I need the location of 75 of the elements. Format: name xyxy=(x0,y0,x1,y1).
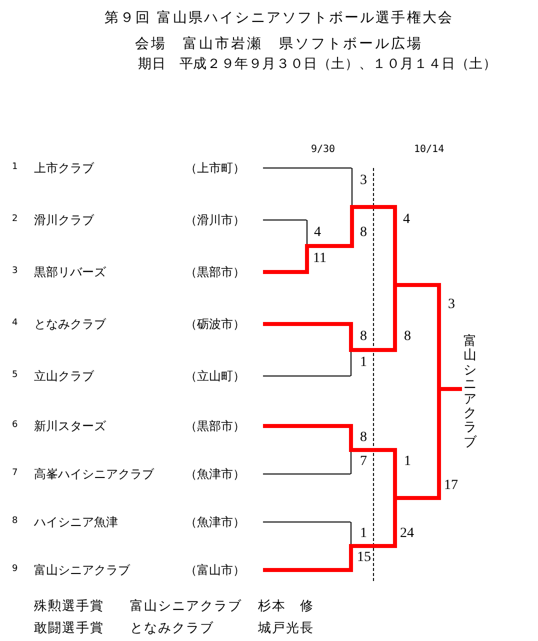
match-line xyxy=(437,281,441,502)
bracket-line xyxy=(397,496,437,500)
bracket-line xyxy=(263,322,349,326)
title: 第９回 富山県ハイシニアソフトボール選手権大会 xyxy=(104,11,454,25)
score: 15 xyxy=(357,551,371,565)
team-name: ハイシニア魚津 xyxy=(34,516,118,528)
seed-number: 3 xyxy=(12,267,18,276)
team-name: 富山シニアクラブ xyxy=(34,564,130,576)
team-hometown: （立山町） xyxy=(185,370,245,382)
score: 4 xyxy=(403,213,410,227)
team-name: 上市クラブ xyxy=(34,162,94,174)
team-hometown: （黒部市） xyxy=(185,266,245,278)
bracket-line xyxy=(397,283,437,287)
seed-number: 2 xyxy=(12,215,18,224)
bracket-line xyxy=(353,348,393,352)
score: 7 xyxy=(360,455,367,469)
team-hometown: （上市町） xyxy=(185,162,245,174)
bracket-line xyxy=(263,270,305,274)
score: 8 xyxy=(360,431,367,445)
award-title: 敢闘選手賞 xyxy=(34,622,104,635)
bracket-line xyxy=(354,205,393,209)
score: 4 xyxy=(314,226,321,240)
team-hometown: （魚津市） xyxy=(185,516,245,528)
team-name: 新川スターズ xyxy=(34,420,106,432)
score: 1 xyxy=(360,527,367,541)
seed-number: 5 xyxy=(12,371,18,380)
score: 1 xyxy=(360,356,367,370)
date-info: 期日 平成２９年９月３０日（土）、１０月１４日（土） xyxy=(138,58,497,72)
score: 11 xyxy=(313,252,326,266)
team-hometown: （魚津市） xyxy=(185,468,245,480)
match-line xyxy=(349,422,353,476)
seed-number: 9 xyxy=(12,565,18,574)
seed-number: 6 xyxy=(12,421,18,430)
award-player: 杉本 修 xyxy=(258,600,314,613)
score: 3 xyxy=(448,298,455,312)
match-line xyxy=(349,520,353,574)
team-hometown: （砺波市） xyxy=(185,318,245,330)
champion-name: 富山シニアクラブ xyxy=(462,335,478,450)
score: 24 xyxy=(400,527,414,541)
score: 8 xyxy=(360,226,367,240)
team-hometown: （黒部市） xyxy=(185,420,245,432)
team-hometown: （滑川市） xyxy=(185,214,245,226)
team-name: 高峯ハイシニアクラブ xyxy=(34,468,154,480)
bracket-line xyxy=(441,387,462,391)
match-line xyxy=(305,218,309,276)
seed-number: 8 xyxy=(12,517,18,526)
seed-number: 7 xyxy=(12,469,18,478)
score: 3 xyxy=(360,174,367,188)
award-team: 富山シニアクラブ xyxy=(130,600,242,613)
score: 17 xyxy=(444,479,458,493)
team-name: 黒部リバーズ xyxy=(34,266,106,278)
bracket-line xyxy=(263,568,349,572)
team-name: 滑川クラブ xyxy=(34,214,94,226)
bracket-line xyxy=(353,448,393,452)
bracket-line xyxy=(353,544,393,548)
seed-number: 1 xyxy=(12,163,18,172)
round-date: 10/14 xyxy=(414,145,444,155)
score: 8 xyxy=(404,330,411,344)
team-hometown: （富山市） xyxy=(185,564,245,576)
score: 1 xyxy=(404,455,411,469)
bracket-line xyxy=(309,244,350,248)
match-line xyxy=(393,446,397,550)
award-player: 城戸光長 xyxy=(258,622,314,635)
team-name: 立山クラブ xyxy=(34,370,94,382)
award-title: 殊勲選手賞 xyxy=(34,600,104,613)
venue-info: 会場 富山市岩瀬 県ソフトボール広場 xyxy=(135,37,423,51)
round-date: 9/30 xyxy=(311,145,336,155)
match-line xyxy=(393,203,397,354)
seed-number: 4 xyxy=(12,319,18,328)
match-line xyxy=(349,320,353,378)
team-name: となみクラブ xyxy=(34,318,106,330)
score: 8 xyxy=(360,330,367,344)
match-line xyxy=(350,166,354,250)
award-team: となみクラブ xyxy=(130,622,214,635)
bracket-line xyxy=(263,424,349,428)
